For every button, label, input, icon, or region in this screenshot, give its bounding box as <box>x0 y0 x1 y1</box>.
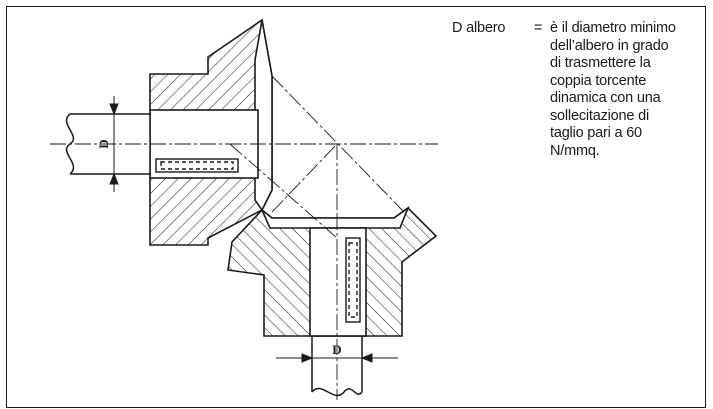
lower-key <box>345 237 361 323</box>
note-line: N/mmq. <box>550 142 600 159</box>
note-line: dinamica con una <box>550 90 661 106</box>
bottom-dimension-label: D <box>332 342 341 357</box>
note-line: sollecitazione di <box>550 107 649 124</box>
drawing-frame <box>6 6 706 408</box>
left-key <box>155 158 239 173</box>
note-line: è il diametro minimo <box>550 20 676 36</box>
note-line: coppia torcente <box>550 72 647 89</box>
left-dimension <box>106 96 124 192</box>
bottom-dimension <box>276 350 398 366</box>
note-term: D albero <box>452 20 506 36</box>
note-line: di trasmettere la <box>550 55 651 71</box>
note-line: dell’albero in grado <box>550 37 669 54</box>
note-line: taglio pari a 60 <box>550 125 642 141</box>
left-dimension-label: D <box>96 139 111 148</box>
note-description: è il diametro minimo dell’albero in grad… <box>550 20 700 160</box>
note-equals: = <box>534 20 543 36</box>
centre-lines <box>50 75 438 400</box>
